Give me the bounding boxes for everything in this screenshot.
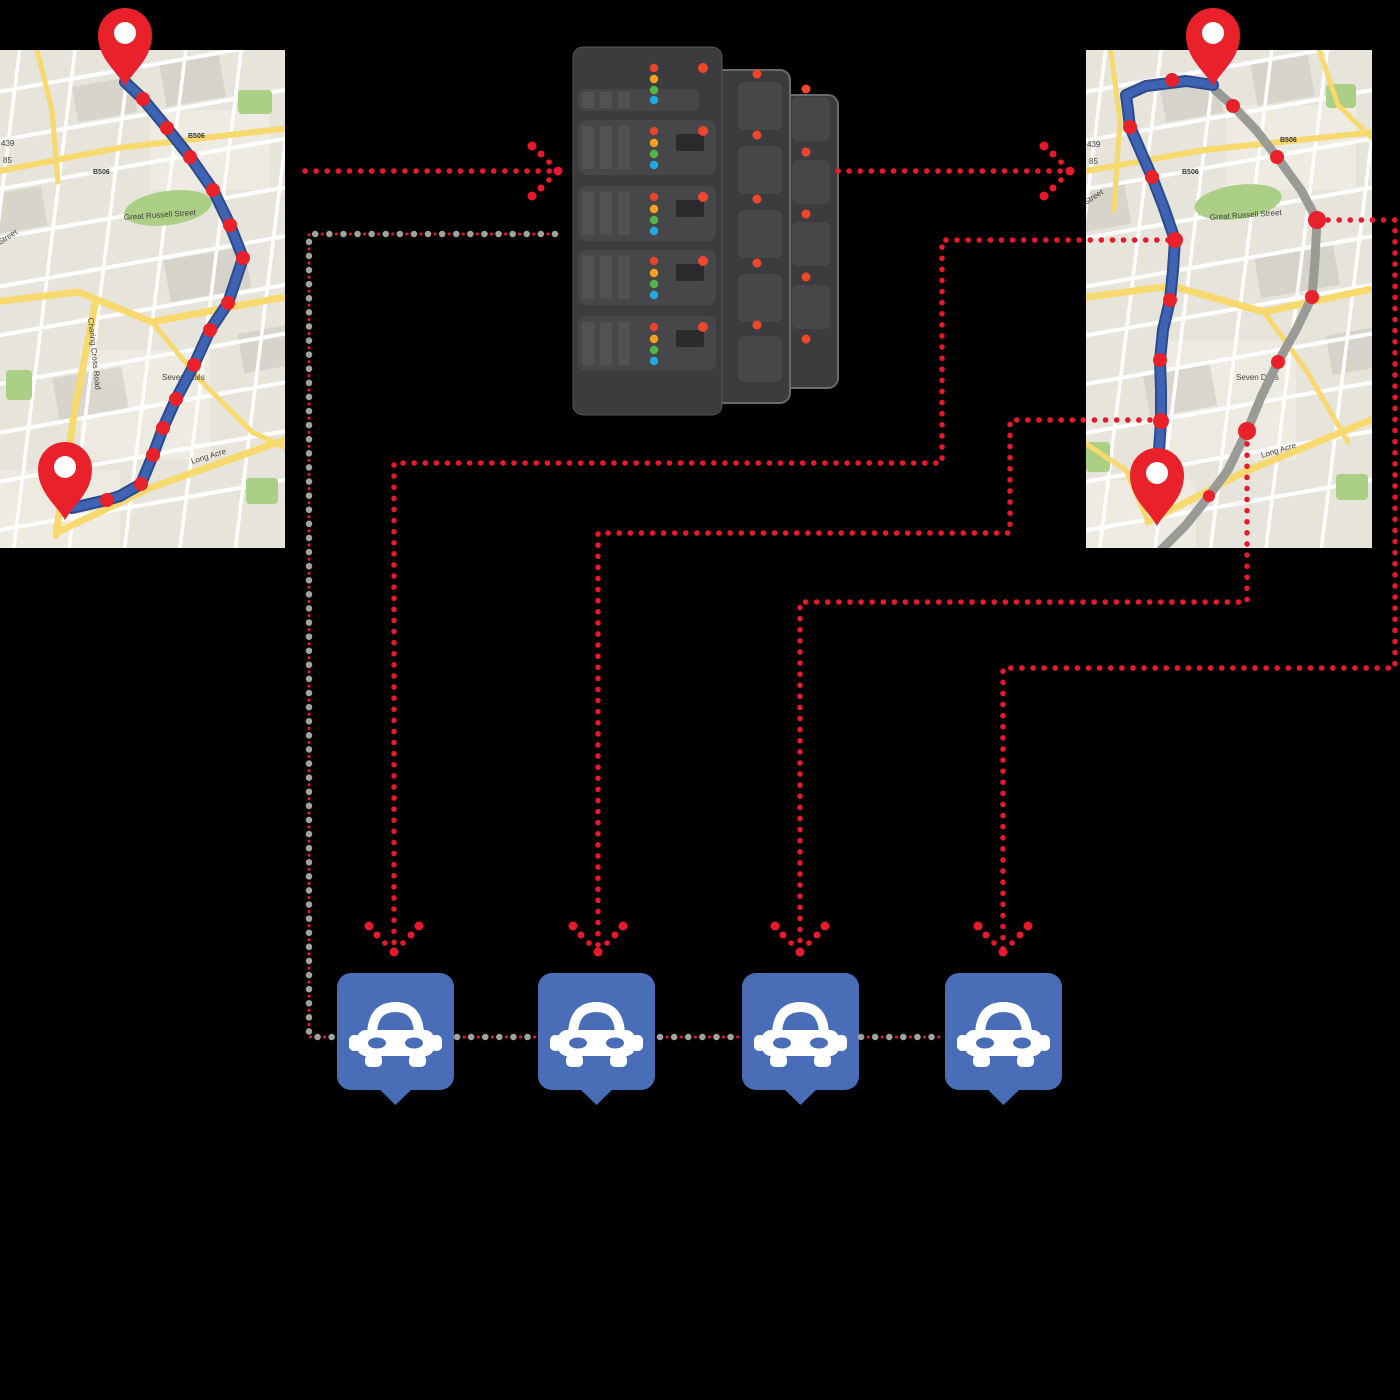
server-unit xyxy=(578,120,716,175)
origin-map: 439 85 B506 B506 Great Russell Street St… xyxy=(0,8,285,548)
arrow-server-to-matched xyxy=(835,141,1075,201)
car-marker-1 xyxy=(337,973,454,1105)
map-label-85: 85 xyxy=(3,156,12,165)
origin-route-points xyxy=(100,92,250,507)
map-label-b506: B506 xyxy=(1280,137,1297,144)
car-marker-4 xyxy=(945,973,1062,1105)
arrow-head-icon xyxy=(770,921,830,957)
car-icon xyxy=(550,1001,643,1067)
car-marker-2 xyxy=(538,973,655,1105)
arrow-origin-to-server xyxy=(302,141,563,201)
server-led xyxy=(801,84,811,94)
server-stack xyxy=(572,46,839,416)
map-label-439: 439 xyxy=(1,139,15,148)
car-marker-3 xyxy=(742,973,859,1105)
arrow-head-icon xyxy=(973,921,1033,957)
car-icon xyxy=(957,1001,1050,1067)
arrow-matched-to-car-2 xyxy=(568,417,1153,957)
matched-map-tiles: 439 85 B506 B506 Great Russell Street St… xyxy=(1086,50,1372,548)
matched-map: 439 85 B506 B506 Great Russell Street St… xyxy=(1086,8,1372,548)
map-label-85: 85 xyxy=(1089,157,1098,166)
map-parks xyxy=(6,90,278,504)
map-label-b506-2: B506 xyxy=(93,169,110,176)
arrow-head-icon xyxy=(527,141,563,201)
arrow-head-icon xyxy=(568,921,628,957)
gray-line-server-to-car-1 xyxy=(305,230,559,1041)
map-label-b506: B506 xyxy=(188,133,205,140)
map-label-439: 439 xyxy=(1087,140,1101,149)
server-unit xyxy=(578,63,708,111)
car-icon xyxy=(754,1001,847,1067)
map-blocks xyxy=(0,53,285,421)
server-unit xyxy=(578,250,716,305)
server-front xyxy=(572,46,723,416)
server-unit xyxy=(578,316,716,371)
arrow-head-icon xyxy=(364,921,424,957)
server-unit xyxy=(578,186,716,241)
map-label-b506-2: B506 xyxy=(1182,169,1199,176)
arrow-head-icon xyxy=(1039,141,1075,201)
